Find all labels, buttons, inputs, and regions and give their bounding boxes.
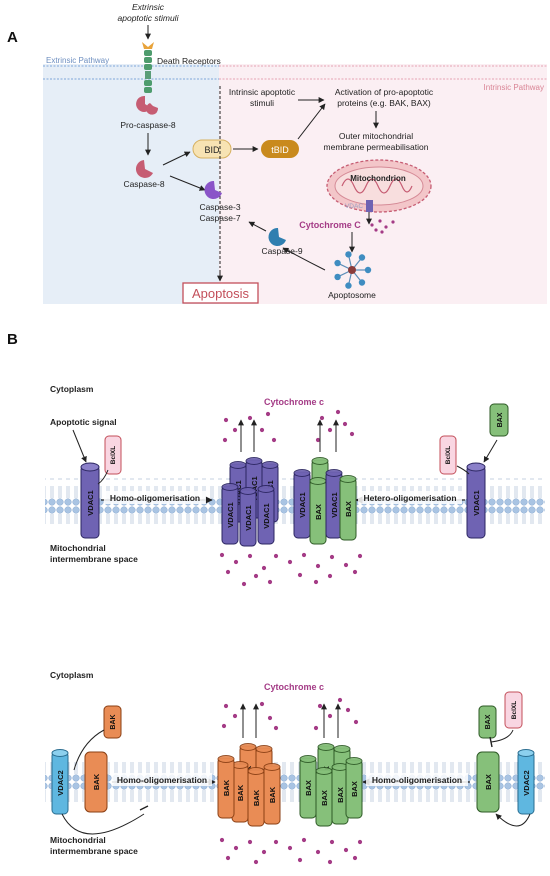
top-bclxl-right: BclXL xyxy=(439,435,457,475)
bak-label-membrane: BAK xyxy=(92,773,101,790)
caspase9-icon xyxy=(268,227,286,246)
bax-label-cyto: BAX xyxy=(485,714,492,729)
top-hetero-label: Hetero-oligomerisation xyxy=(363,493,456,503)
protein-label: BAX xyxy=(304,780,313,796)
bclxl-label: BclXL xyxy=(110,446,117,464)
vdac2-label-right: VDAC2 xyxy=(522,770,531,795)
outer-membrane-line2: membrane permeabilisation xyxy=(324,142,429,152)
top-apoptotic-signal-label: Apoptotic signal xyxy=(50,417,117,427)
bottom-vdac2-right: VDAC2 xyxy=(517,749,535,815)
bid-label: BID xyxy=(204,145,220,155)
protein-label: VDAC1 xyxy=(226,502,235,527)
bottom-ims-line2: intermembrane space xyxy=(50,846,138,856)
apoptosome-label: Apoptosome xyxy=(328,290,376,300)
mitochondrion-label: Mitochondrion xyxy=(350,174,406,183)
bottom-homo-right-label: Homo-oligomerisation xyxy=(372,775,462,785)
top-vdac1-monomer-right: VDAC1 xyxy=(466,462,486,539)
vdac-label: VDAC xyxy=(345,203,363,210)
protein-label: BAX xyxy=(336,787,345,803)
protein-label: BAK xyxy=(268,786,277,803)
caspase3-icon xyxy=(204,180,222,199)
caspase9-label: Caspase-9 xyxy=(261,246,302,256)
mitochondrion-icon xyxy=(326,159,432,213)
top-ims-line1: Mitochondrial xyxy=(50,543,106,553)
top-bclxl-left: BclXL xyxy=(104,435,122,475)
vdac1-label: VDAC1 xyxy=(86,490,95,515)
intrinsic-stimuli-line2: stimuli xyxy=(250,98,274,108)
caspase8-icon xyxy=(135,160,153,178)
protein-label: BAX xyxy=(314,504,323,520)
death-receptors-label: Death Receptors xyxy=(157,56,221,66)
tbid-box xyxy=(261,140,299,158)
bottom-bax-membrane-right: BAX xyxy=(476,751,500,813)
apoptosis-label: Apoptosis xyxy=(192,286,250,301)
cytochrome-c-dots xyxy=(370,219,395,234)
cytochrome-c-label: Cytochrome C xyxy=(299,220,361,230)
bottom-ims-line1: Mitochondrial xyxy=(50,835,106,845)
bottom-bak-cyto-left: BAK xyxy=(103,705,122,739)
bottom-cytochrome-dots xyxy=(219,697,363,865)
bax-label-membrane: BAX xyxy=(484,774,493,790)
extrinsic-stimuli-line1: Extrinsic xyxy=(132,2,165,12)
top-vdac1-bax-oligomer: BAXVDAC1BAXVDAC1BAX xyxy=(293,457,357,545)
panel-a-letter: A xyxy=(7,29,18,46)
bottom-bak-oligomer: BAKBAKBAKBAKBAKBAK xyxy=(217,743,281,827)
apoptosome-icon xyxy=(334,251,372,289)
protein-label: VDAC1 xyxy=(298,492,307,517)
vdac2-label: VDAC2 xyxy=(56,770,65,795)
tbid-label: tBID xyxy=(271,145,289,155)
bottom-cytochrome-c-label: Cytochrome c xyxy=(264,682,324,692)
outer-membrane-line1: Outer mitochondrial xyxy=(339,131,413,141)
bottom-bclxl-right: BclXL xyxy=(504,691,523,729)
extrinsic-pathway-label: Extrinsic Pathway xyxy=(46,56,109,65)
protein-label: BAX xyxy=(320,790,329,806)
caspase7-label: Caspase-7 xyxy=(199,213,240,223)
protein-label: BAX xyxy=(344,501,353,517)
top-cytochrome-c-label: Cytochrome c xyxy=(264,397,324,407)
bclxl-label-right: BclXL xyxy=(445,446,452,464)
bottom-bax-oligomer: BAXBAXBAXBAXBAXBAX xyxy=(299,743,363,827)
bottom-bax-cyto-right: BAX xyxy=(478,705,497,739)
death-receptor-icon xyxy=(142,42,154,93)
bottom-homo-left-label: Homo-oligomerisation xyxy=(117,775,207,785)
vdac1-label-right: VDAC1 xyxy=(472,490,481,515)
intrinsic-pathway-label: Intrinsic Pathway xyxy=(484,83,544,92)
top-vdac1-oligomer: VDAC1VDAC1VDAC1VDAC1VDAC1VDAC1 xyxy=(221,457,279,547)
vdac-channel-icon xyxy=(366,200,373,212)
apoptosis-box xyxy=(182,282,259,304)
bottom-cytoplasm-label: Cytoplasm xyxy=(50,670,94,680)
top-vdac1-monomer-left: VDAC1 xyxy=(80,462,100,539)
top-cytoplasm-label: Cytoplasm xyxy=(50,384,94,394)
extrinsic-stimuli-label: apoptotic stimuli xyxy=(118,13,180,23)
pro-caspase8-label: Pro-caspase-8 xyxy=(120,120,176,130)
protein-label: VDAC1 xyxy=(330,492,339,517)
bid-box xyxy=(192,139,232,159)
caspase3-label: Caspase-3 xyxy=(199,202,240,212)
pro-caspase8-icon xyxy=(136,95,159,115)
intrinsic-stimuli-line1: Intrinsic apoptotic xyxy=(229,87,296,97)
protein-label: VDAC1 xyxy=(262,503,271,528)
bottom-vdac2-left: VDAC2 xyxy=(51,749,69,815)
protein-label: VDAC1 xyxy=(244,505,253,530)
protein-label: BAK xyxy=(236,784,245,801)
bclxl-label-bottom: BclXL xyxy=(511,701,518,719)
caspase8-label: Caspase-8 xyxy=(123,179,164,189)
top-cytochrome-dots xyxy=(219,409,363,587)
top-ims-line2: intermembrane space xyxy=(50,554,138,564)
protein-label: BAK xyxy=(222,779,231,796)
protein-label: BAX xyxy=(350,781,359,797)
bak-label-cyto: BAK xyxy=(110,714,117,729)
bax-label-right: BAX xyxy=(497,412,504,427)
top-homo-label: Homo-oligomerisation xyxy=(110,493,200,503)
top-bax-right: BAX xyxy=(489,403,509,437)
bottom-bak-membrane-left: BAK xyxy=(84,751,108,813)
panel-b-letter: B xyxy=(7,331,18,348)
activation-line2: proteins (e.g. BAK, BAX) xyxy=(337,98,431,108)
protein-label: BAK xyxy=(252,789,261,806)
activation-line1: Activation of pro-apoptotic xyxy=(335,87,434,97)
